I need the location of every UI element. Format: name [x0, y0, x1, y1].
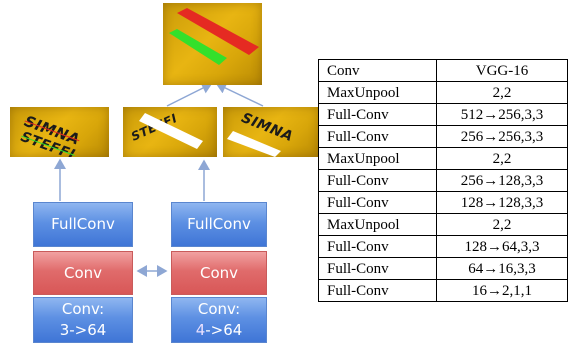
table-header-row: Conv VGG-16 [318, 59, 568, 82]
block-label-line1: Conv: [61, 300, 105, 318]
channel-count: 4 [195, 321, 206, 339]
layer-type-cell: Full-Conv [318, 279, 437, 302]
layer-type-cell: MaxUnpool [318, 147, 437, 170]
layer-type-cell: Full-Conv [318, 103, 437, 126]
block-label: Conv [199, 263, 239, 282]
middle-output-image: STEFFI [123, 107, 217, 157]
layer-params-cell: 256→128,3,3 [436, 169, 568, 192]
left-conv-block: Conv [33, 251, 133, 295]
right-input-conv-block: Conv: 4->64 [171, 297, 267, 343]
block-label: FullConv [51, 215, 115, 233]
white-stripe [227, 131, 281, 157]
layer-params-cell: 256→256,3,3 [436, 125, 568, 148]
block-label: FullConv [187, 215, 251, 233]
block-label: Conv [63, 263, 103, 282]
right-fullconv-block: FullConv [171, 202, 267, 247]
layer-params-cell: 16→2,1,1 [436, 279, 568, 302]
header-cell: Conv [318, 59, 437, 82]
layer-type-cell: Full-Conv [318, 257, 437, 280]
layer-type-cell: MaxUnpool [318, 213, 437, 236]
green-stripe [169, 29, 227, 65]
block-label-line2: 3->64 [59, 321, 107, 339]
layer-params-cell: 512→256,3,3 [436, 103, 568, 126]
combined-output-image [163, 3, 262, 85]
layer-params-cell: 128→64,3,3 [436, 235, 568, 258]
layer-type-cell: Full-Conv [318, 191, 437, 214]
layer-params-cell: 2,2 [436, 81, 568, 104]
layer-params-cell: 2,2 [436, 147, 568, 170]
layer-type-cell: Full-Conv [318, 235, 437, 258]
left-output-image: SIMNA STEFFI [10, 107, 109, 157]
channel-arrow: ->64 [205, 321, 243, 339]
layer-params-cell: 2,2 [436, 213, 568, 236]
right-output-image: SIMNA [223, 107, 319, 157]
left-fullconv-block: FullConv [33, 202, 133, 247]
header-cell: VGG-16 [436, 59, 568, 82]
layer-type-cell: Full-Conv [318, 125, 437, 148]
layer-type-cell: Full-Conv [318, 169, 437, 192]
layer-params-cell: 64→16,3,3 [436, 257, 568, 280]
block-label-line1: Conv: [197, 300, 241, 318]
layer-params-cell: 128→128,3,3 [436, 191, 568, 214]
arrow-middle-to-combined [166, 82, 213, 107]
white-stripe [139, 113, 203, 149]
red-stripe [177, 8, 259, 55]
right-conv-block: Conv [171, 251, 267, 295]
layer-type-cell: MaxUnpool [318, 81, 437, 104]
arrow-right-to-combined [215, 82, 264, 107]
block-label-line2: 4->64 [196, 320, 243, 341]
left-input-conv-block: Conv: 3->64 [33, 297, 133, 343]
